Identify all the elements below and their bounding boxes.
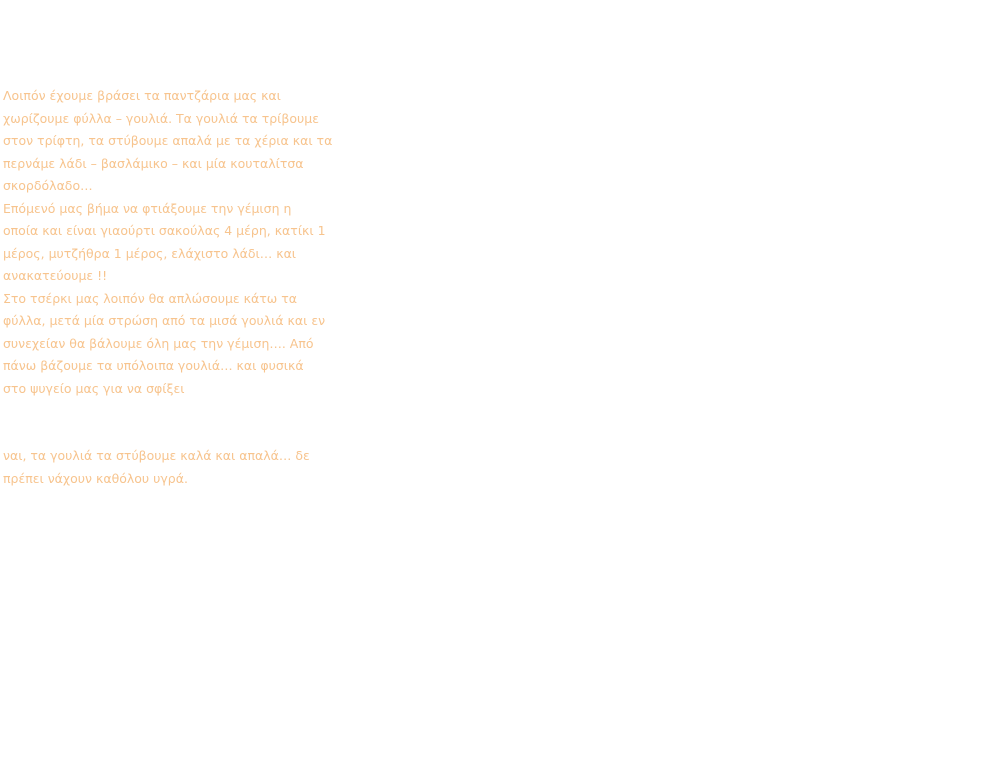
text-line: φύλλα, μετά μία στρώση από τα μισά γουλι…: [3, 313, 326, 328]
paragraph-filling: Επόμενό μας βήμα να φτιάξουμε την γέμιση…: [3, 198, 333, 288]
paragraph-note: ναι, τα γουλιά τα στύβουμε καλά και απαλ…: [3, 445, 333, 490]
text-line: οποία και είναι γιαούρτι σακούλας 4 μέρη…: [3, 223, 326, 238]
text-line: Λοιπόν έχουμε βράσει τα παντζάρια μας κα…: [3, 88, 281, 103]
spacer: [3, 400, 333, 445]
article-body: Λοιπόν έχουμε βράσει τα παντζάρια μας κα…: [3, 85, 333, 490]
text-line: περνάμε λάδι – βασλάμικο – και μία κουτα…: [3, 155, 304, 171]
text-line: στον τρίφτη, τα στύβουμε απαλά με τα χέρ…: [3, 133, 333, 148]
text-line: στο ψυγείο μας για να σφίξει: [3, 380, 185, 396]
paragraph-assembly: Στο τσέρκι μας λοιπόν θα απλώσουμε κάτω …: [3, 288, 333, 401]
text-line: Στο τσέρκι μας λοιπόν θα απλώσουμε κάτω …: [3, 290, 297, 306]
text-line: μέρος, μυτζήθρα 1 μέρος, ελάχιστο λάδι… …: [3, 245, 297, 261]
text-line: πρέπει νάχουν καθόλου υγρά.: [3, 470, 188, 486]
text-line: πάνω βάζουμε τα υπόλοιπα γουλιά… και φυσ…: [3, 358, 304, 373]
text-line: ναι, τα γουλιά τα στύβουμε καλά και απαλ…: [3, 448, 310, 463]
text-line: ανακατεύουμε !!: [3, 268, 108, 283]
paragraph-boiling: Λοιπόν έχουμε βράσει τα παντζάρια μας κα…: [3, 85, 333, 198]
text-line: συνεχείαν θα βάλουμε όλη μας την γέμιση……: [3, 335, 314, 351]
text-line: Επόμενό μας βήμα να φτιάξουμε την γέμιση…: [3, 200, 292, 216]
text-line: χωρίζουμε φύλλα – γουλιά. Τα γουλιά τα τ…: [3, 110, 319, 126]
text-line: σκορδόλαδο…: [3, 178, 93, 193]
